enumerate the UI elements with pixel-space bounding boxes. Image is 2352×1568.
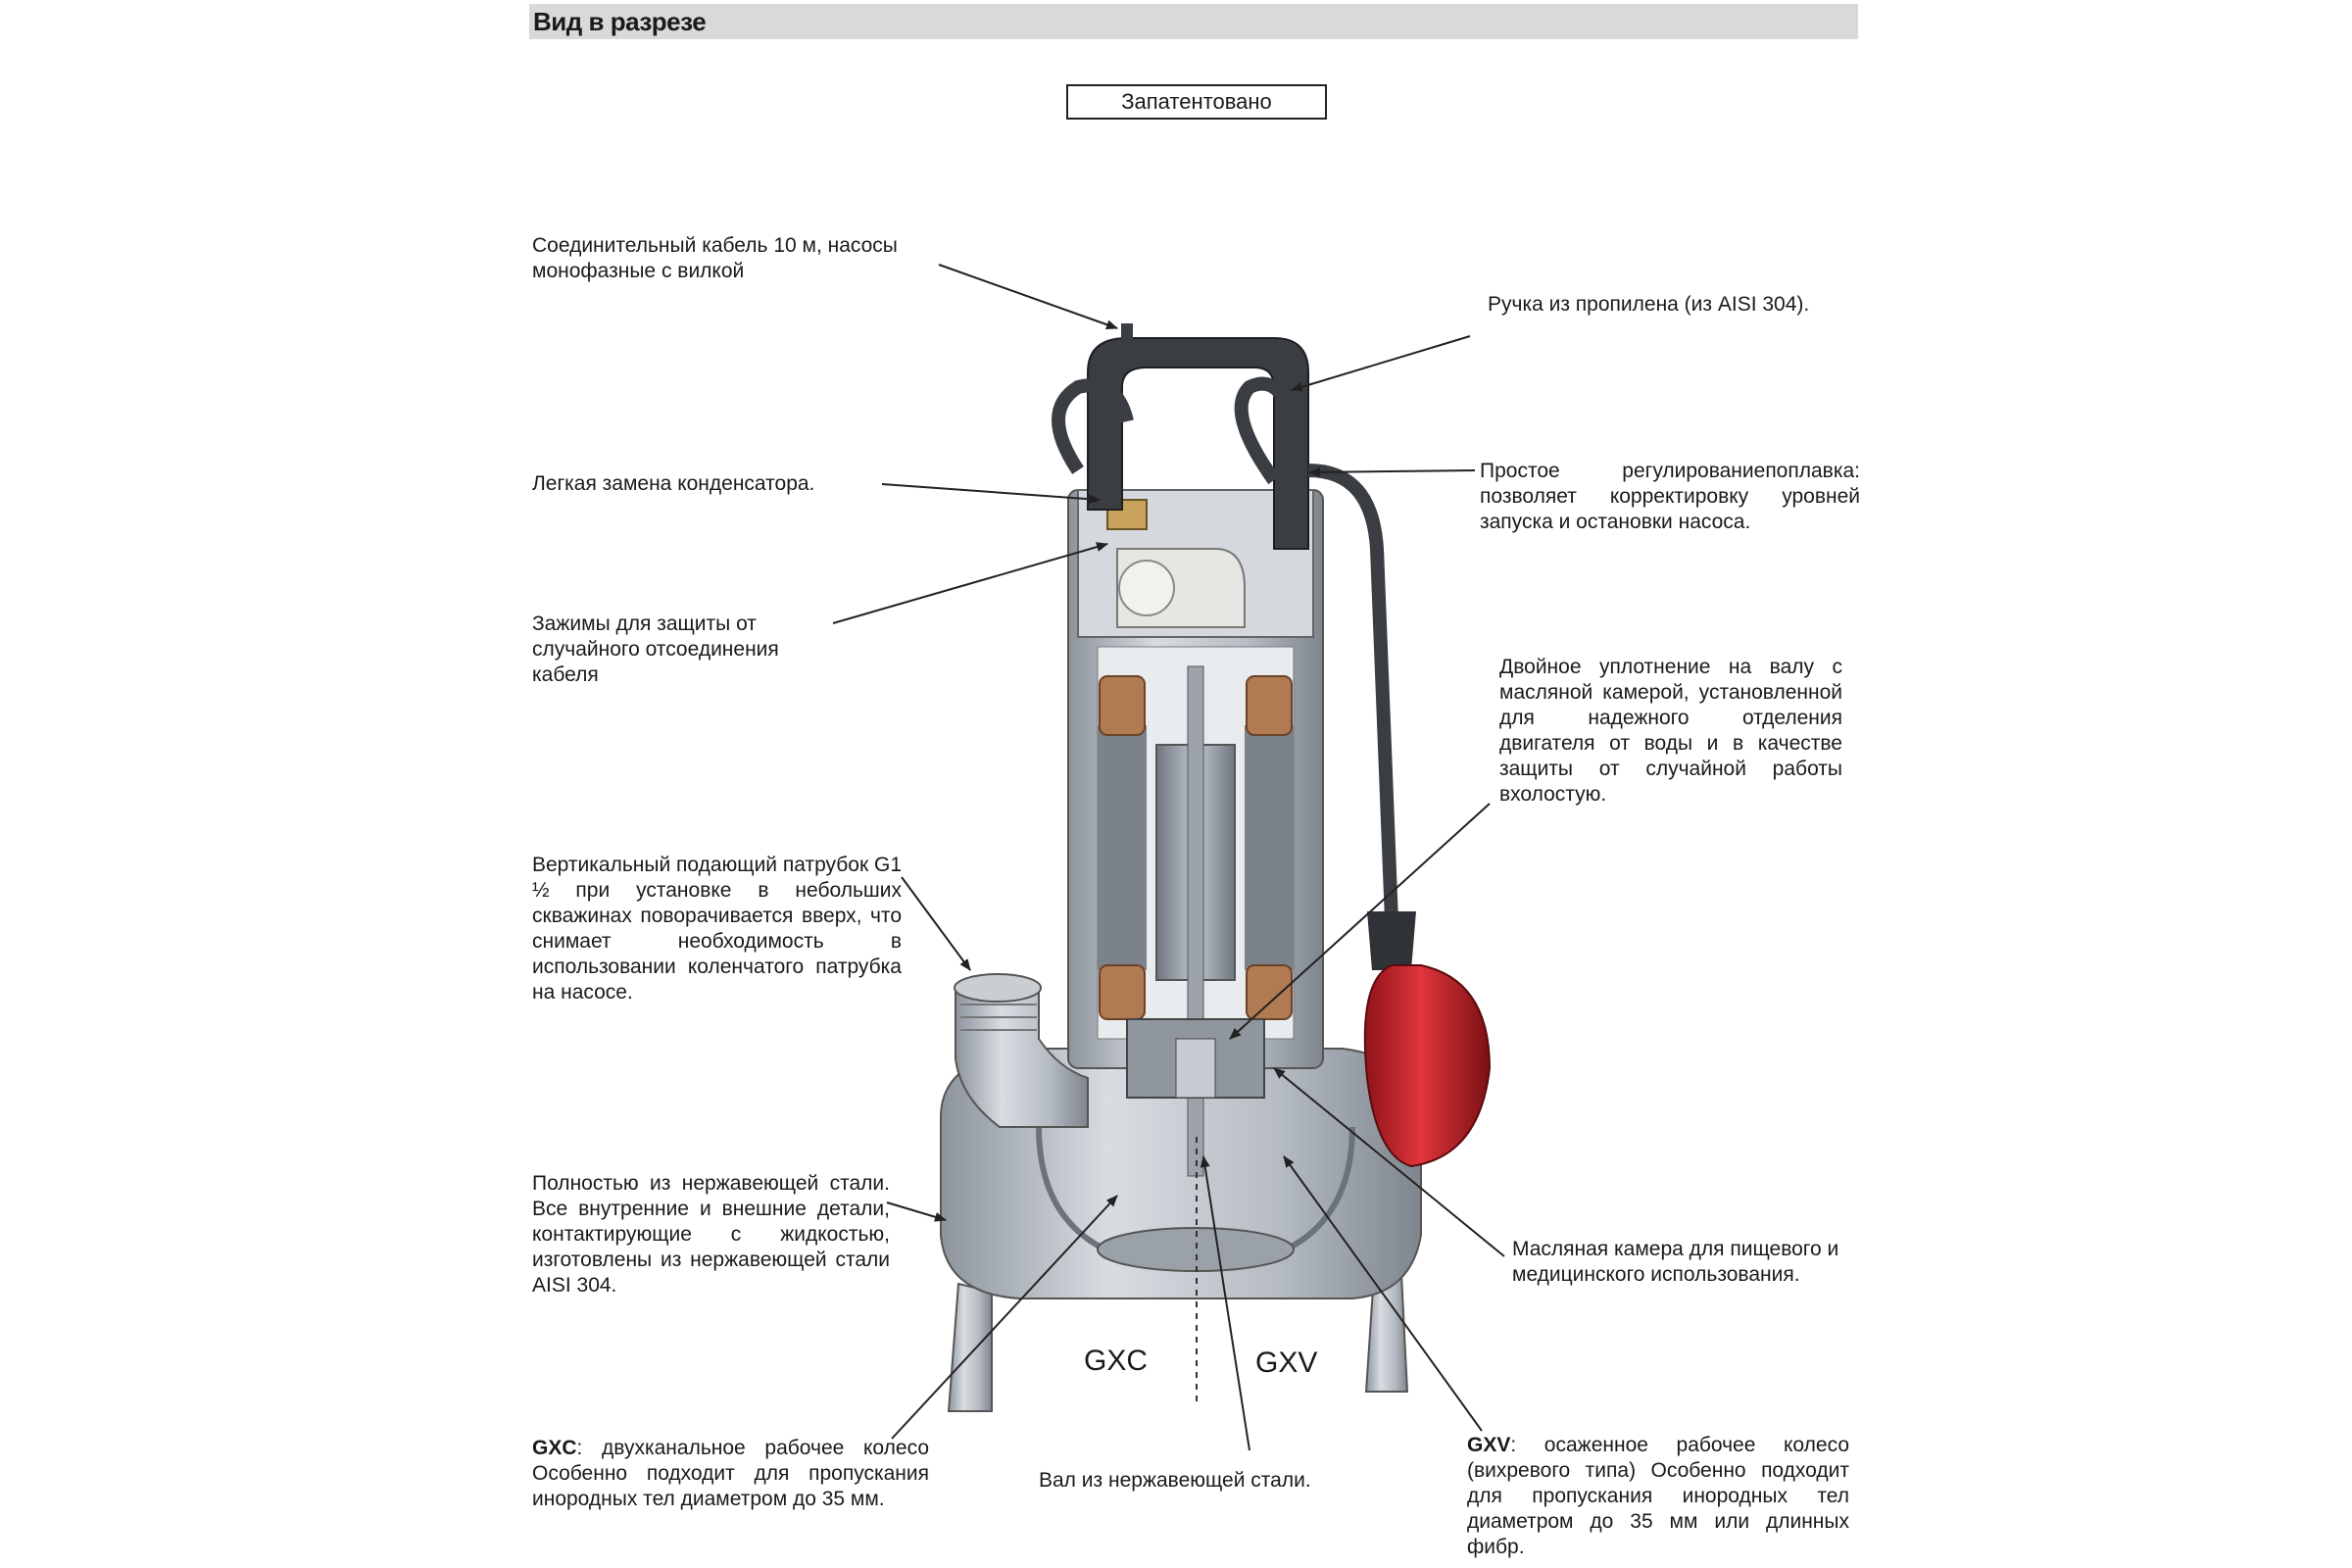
callout-gxc: GXC: двухканальное рабочее колесо Особен… xyxy=(532,1436,929,1512)
gxv-desc: : осаженное рабочее колесо (вихревого ти… xyxy=(1467,1434,1849,1558)
pump-handle xyxy=(1052,337,1309,550)
gxc-name: GXC xyxy=(532,1437,577,1459)
callout-gxv: GXV: осаженное рабочее колесо (вихревого… xyxy=(1467,1433,1849,1560)
gxv-name: GXV xyxy=(1467,1434,1511,1456)
callout-shaft: Вал из нержавеющей стали. xyxy=(1039,1469,1311,1492)
callout-oil-chamber: Масляная камера для пищевого и медицинск… xyxy=(1512,1238,1839,1286)
callout-seal: Двойное уплотнение на валу с масляной ка… xyxy=(1499,656,1842,806)
callout-leaders xyxy=(832,264,1505,1451)
model-label-gxv: GXV xyxy=(1255,1347,1318,1379)
callout-cable: Соединительный кабель 10 м, насосы моноф… xyxy=(532,234,898,282)
section-title: Вид в разрезе xyxy=(533,6,707,36)
callout-float-adjust: Простое регулированиепоплавка: позволяет… xyxy=(1480,460,1860,533)
callout-steel: Полностью из нержавеющей стали. Все внут… xyxy=(532,1172,890,1297)
outlet-nozzle xyxy=(954,973,1089,1128)
patent-badge: Запатентовано xyxy=(1066,84,1327,120)
callout-handle: Ручка из пропилена (из AISI 304). xyxy=(1488,293,1810,316)
section-header: Вид в разрезе xyxy=(529,4,1858,39)
callout-outlet: Вертикальный подающий патрубок G1 ½ при … xyxy=(532,854,903,1004)
callout-capacitor: Легкая замена конденсатора. xyxy=(532,472,815,495)
callout-clamps: Зажимы для защиты от случайного отсоедин… xyxy=(532,612,779,686)
top-compartment xyxy=(1077,489,1314,638)
pump-legs xyxy=(947,1273,1409,1412)
gxc-desc: : двухканальное рабочее колесо Особенно … xyxy=(532,1437,929,1510)
model-label-gxc: GXC xyxy=(1084,1345,1149,1377)
